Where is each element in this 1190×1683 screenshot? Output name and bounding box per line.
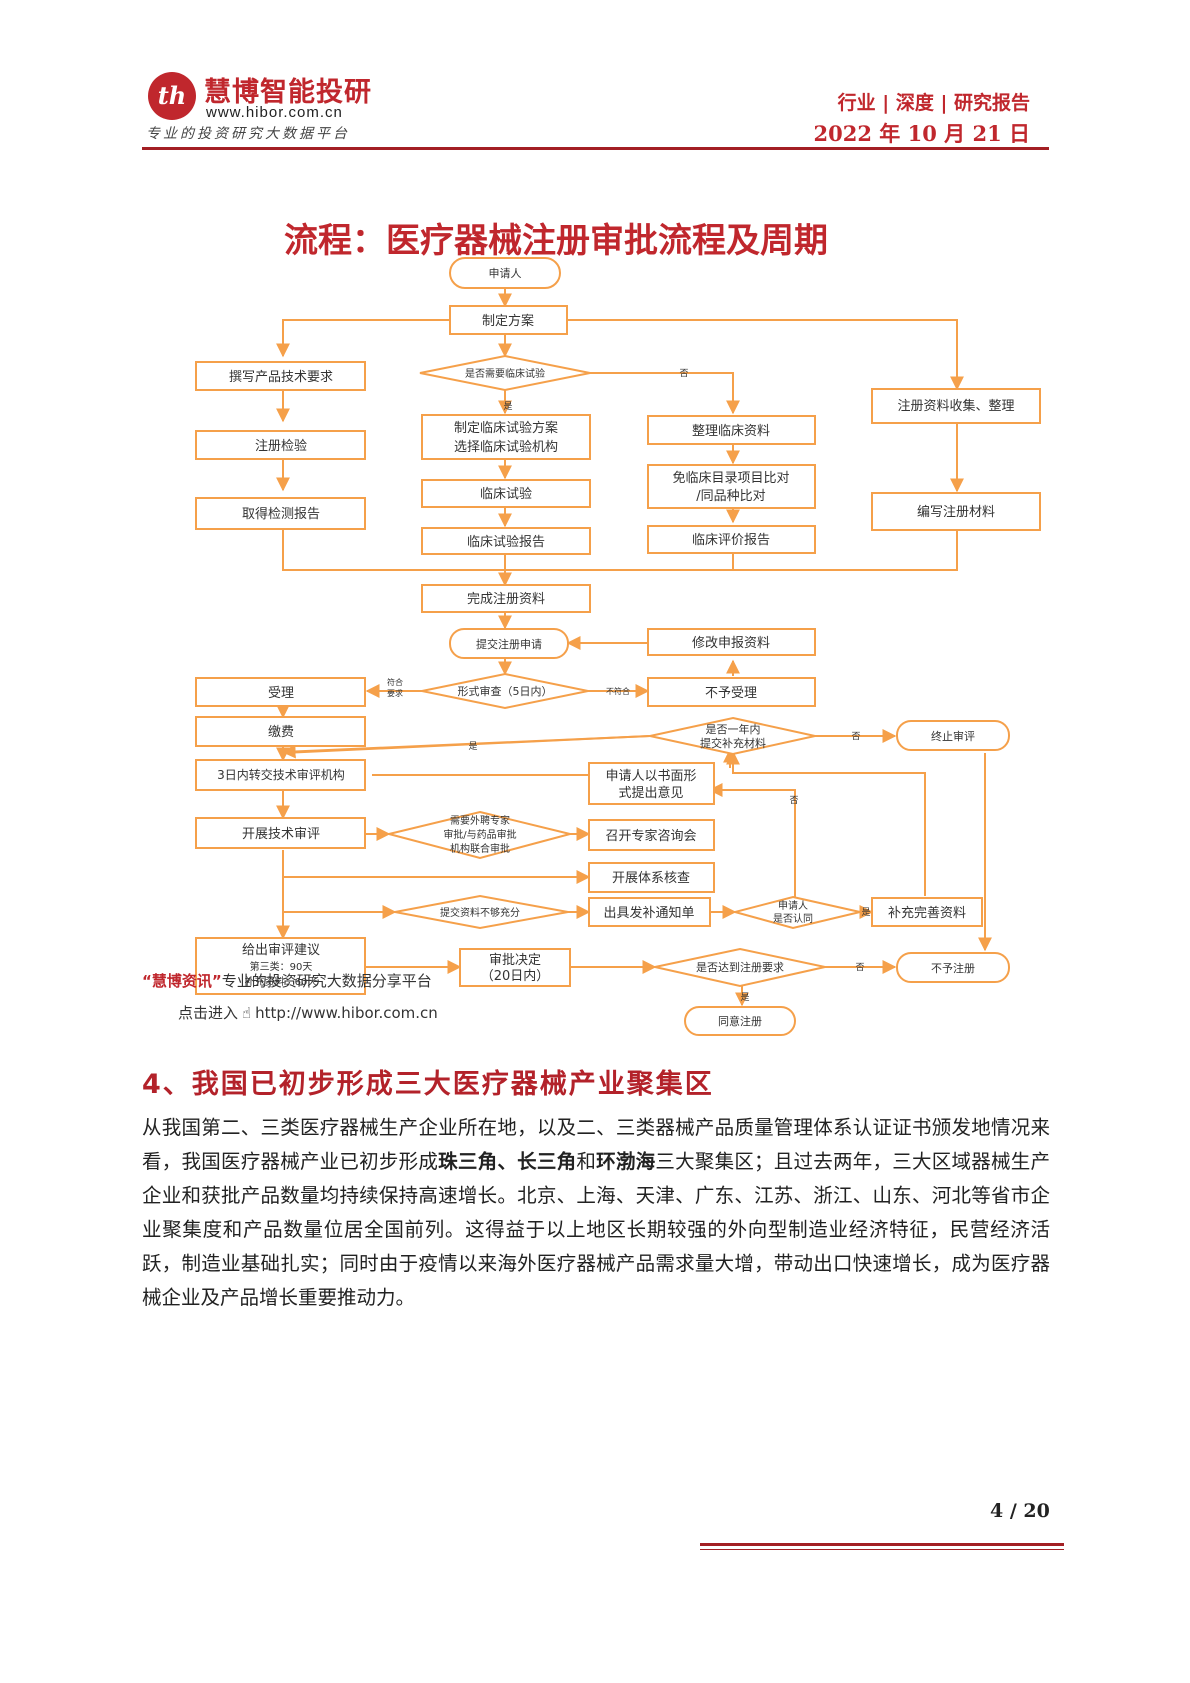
logo-glyph: th — [157, 81, 187, 110]
watermark-link-prefix: 点击进入 — [178, 1004, 239, 1022]
paragraph-text-1: 从我国第二、三类医疗器械生产企业所在地，以及二、三类器械产品质量管理体系认证证书… — [142, 1116, 1050, 1173]
node-trial-report: 临床试验报告 — [467, 534, 545, 550]
node-written-opinion-1: 申请人以书面形 — [605, 769, 696, 784]
node-tech-req: 撰写产品技术要求 — [229, 370, 333, 385]
report-date: 2022 年 10 月 21 日 — [813, 121, 1030, 146]
node-reject-reg: 不予注册 — [931, 961, 975, 975]
flowchart-edge-labels: 是 否 符合 要求 不符合 是 否 否 是 否 是 — [387, 368, 871, 1003]
watermark-line-2: 点击进入☝http://www.hibor.com.cn — [178, 1002, 438, 1023]
node-eval-report: 临床评价报告 — [692, 533, 770, 548]
watermark-url[interactable]: http://www.hibor.com.cn — [255, 1004, 438, 1022]
watermark-text: 专业的投资研究大数据分享平台 — [221, 972, 432, 990]
node-need-trial: 是否需要临床试验 — [465, 367, 545, 380]
page-number: 4 / 20 — [990, 1500, 1050, 1522]
bold-region-2: 环渤海 — [596, 1150, 656, 1173]
edge-label-conform-2: 要求 — [387, 688, 403, 698]
node-organize-clinical: 整理临床资料 — [692, 424, 770, 439]
node-class3: 第三类：90天 — [250, 960, 313, 973]
node-test-report: 取得检测报告 — [242, 506, 320, 522]
node-approve-reg: 同意注册 — [718, 1014, 762, 1028]
node-accept: 受理 — [268, 686, 294, 701]
footer-divider-thin — [700, 1549, 1064, 1550]
node-reg-test: 注册检验 — [255, 438, 307, 454]
node-expert-need-1: 需要外聘专家 — [450, 814, 510, 827]
node-collect: 注册资料收集、整理 — [897, 398, 1014, 414]
node-agree-2: 是否认同 — [773, 912, 813, 925]
node-transfer: 3日内转交技术审评机构 — [217, 767, 345, 782]
node-written-opinion-2: 式提出意见 — [618, 785, 683, 801]
edge-label-no-supp: 否 — [851, 731, 860, 742]
node-supp-in-year-2: 提交补充材料 — [700, 736, 766, 750]
node-exempt-2: /同品种比对 — [696, 489, 765, 504]
node-formal-review: 形式审查（5日内） — [458, 684, 553, 698]
node-trial-plan-1: 制定临床试验方案 — [454, 420, 558, 436]
logo-icon: th — [148, 72, 196, 120]
logo-name: 慧博智能投研 — [204, 77, 372, 108]
section-title: 4、我国已初步形成三大医疗器械产业聚集区 — [142, 1069, 714, 1100]
body-paragraph: 从我国第二、三类医疗器械生产企业所在地，以及二、三类器械产品质量管理体系认证证书… — [142, 1111, 1050, 1315]
edge-label-conform-1: 符合 — [387, 677, 403, 687]
node-not-accept: 不予受理 — [705, 686, 757, 701]
figure-title: 流程：医疗器械注册审批流程及周期 — [284, 221, 828, 261]
node-decision-1: 审批决定 — [489, 953, 541, 968]
node-expert-need-3: 机构联合审批 — [450, 842, 510, 855]
node-supplement: 补充完善资料 — [888, 905, 966, 921]
node-supp-notice: 出具发补通知单 — [603, 905, 694, 921]
flowchart: 申请人 制定方案 撰写产品技术要求 是否需要临床试验 注册检验 取得检测报告 制… — [195, 257, 1041, 1036]
logo-url[interactable]: www.hibor.com.cn — [206, 104, 343, 121]
node-submit: 提交注册申请 — [476, 637, 542, 651]
report-type: 行业 | 深度 | 研究报告 — [837, 92, 1030, 114]
node-system-check: 开展体系核查 — [612, 871, 690, 886]
edge-label-nonconform: 不符合 — [606, 686, 630, 696]
node-modify: 修改申报资料 — [692, 636, 770, 651]
node-give-opinion: 给出审评建议 — [242, 943, 320, 958]
flowchart-labels: 申请人 制定方案 撰写产品技术要求 是否需要临床试验 注册检验 取得检测报告 制… — [217, 267, 1014, 1028]
node-expert-meeting: 召开专家咨询会 — [605, 828, 696, 844]
edge-label-no-agree: 否 — [789, 795, 798, 806]
pointer-hand-icon: ☝ — [242, 1004, 252, 1022]
paragraph-text-2: 三大聚集区；且过去两年，三大区域器械生产企业和获批产品数量均持续保持高速增长。北… — [142, 1150, 1050, 1309]
node-supp-in-year-1: 是否一年内 — [706, 722, 761, 736]
node-compile: 编写注册材料 — [917, 505, 995, 520]
edge-label-yes-agree: 是 — [861, 907, 870, 918]
node-complete: 完成注册资料 — [467, 592, 545, 607]
watermark-brand: “慧博资讯” — [142, 972, 222, 990]
node-trial-plan-2: 选择临床试验机构 — [454, 439, 558, 455]
node-expert-need-2: 审批/与药品审批 — [443, 828, 516, 841]
flowchart-connectors — [276, 287, 992, 1007]
node-plan: 制定方案 — [482, 313, 534, 329]
edge-label-yes-trial: 是 — [503, 401, 512, 412]
paragraph-connector: 和 — [576, 1150, 597, 1173]
logo-slogan: 专业的投资研究大数据平台 — [146, 126, 350, 142]
node-agree-1: 申请人 — [778, 899, 808, 912]
edge-label-yes-supp: 是 — [468, 741, 477, 752]
node-terminate: 终止审评 — [931, 729, 975, 743]
node-insufficient: 提交资料不够充分 — [440, 906, 520, 919]
node-applicant: 申请人 — [489, 267, 522, 280]
node-exempt-1: 免临床目录项目比对 — [672, 471, 789, 486]
flowchart-boxes — [195, 257, 1041, 1036]
footer-divider — [700, 1543, 1064, 1546]
watermark-line-1: “慧博资讯”专业的投资研究大数据分享平台 — [142, 970, 432, 991]
node-supp-docs: 补充资料：60天 — [245, 975, 318, 988]
edge-label-yes-meet: 是 — [740, 992, 749, 1003]
header-divider — [142, 147, 1049, 150]
node-meet-req: 是否达到注册要求 — [696, 960, 784, 974]
node-decision-2: （20日内） — [481, 968, 550, 984]
node-trial: 临床试验 — [480, 486, 532, 502]
node-tech-review: 开展技术审评 — [242, 827, 320, 842]
edge-label-no-trial: 否 — [679, 368, 688, 379]
bold-region-1: 珠三角、长三角 — [438, 1150, 577, 1173]
node-pay: 缴费 — [268, 725, 294, 740]
edge-label-no-meet: 否 — [855, 962, 864, 973]
